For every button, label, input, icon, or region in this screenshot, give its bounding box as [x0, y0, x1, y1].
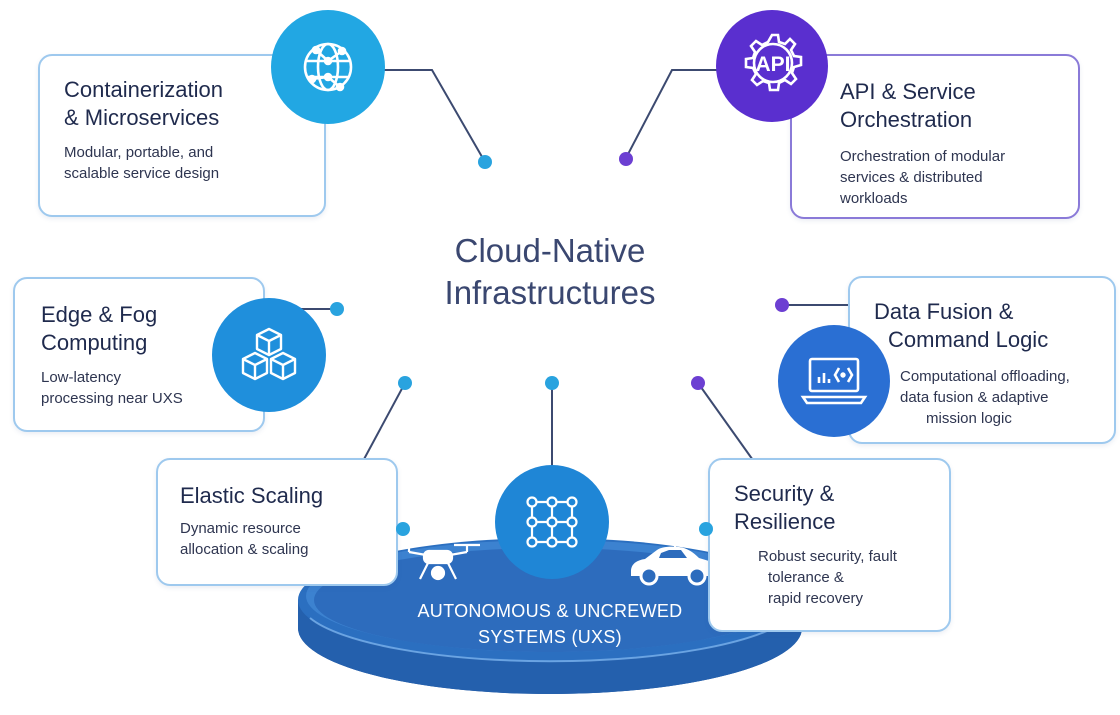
connector-dot: [691, 376, 705, 390]
card-security-resilience: Security &Resilience Robust security, fa…: [708, 458, 951, 632]
platform-label-line-2: SYSTEMS (UXS): [478, 627, 622, 647]
card-containerization: Containerization& Microservices Modular,…: [38, 54, 326, 217]
cubes-icon: [212, 298, 326, 412]
diagram-title: Cloud-Native Infrastructures: [400, 230, 700, 314]
laptop-code-icon: [778, 325, 890, 437]
drone-icon: [392, 537, 484, 594]
network-sphere-icon: [271, 10, 385, 124]
card-title: Elastic Scaling: [180, 483, 324, 508]
svg-text:API: API: [755, 53, 790, 76]
api-gear-icon: API: [716, 10, 828, 122]
connector-dot: [478, 155, 492, 169]
title-line-1: Cloud-Native: [454, 232, 646, 269]
connector-dot: [545, 376, 559, 390]
card-description: Computational offloading,data fusion & a…: [900, 368, 1070, 427]
platform-label-line-1: AUTONOMOUS & UNCREWED: [417, 601, 683, 621]
card-title: Containerization& Microservices: [64, 77, 223, 130]
connector-dot: [699, 522, 713, 536]
connector-dot: [398, 376, 412, 390]
card-title: Security &Resilience: [734, 481, 836, 534]
connector-dot: [396, 522, 410, 536]
platform-label: AUTONOMOUS & UNCREWED SYSTEMS (UXS): [330, 598, 770, 650]
car-icon: [625, 538, 717, 593]
card-data-fusion: Data Fusion &Command Logic Computational…: [848, 276, 1116, 444]
connector-dot: [330, 302, 344, 316]
connector-dot: [775, 298, 789, 312]
connector-dot: [619, 152, 633, 166]
connector-api: [625, 69, 720, 159]
connector-security: [697, 382, 761, 471]
grid-nodes-icon: [495, 465, 609, 579]
connector-containerization: [380, 69, 486, 163]
card-title: Data Fusion &Command Logic: [874, 299, 1049, 352]
title-line-2: Infrastructures: [444, 274, 656, 311]
